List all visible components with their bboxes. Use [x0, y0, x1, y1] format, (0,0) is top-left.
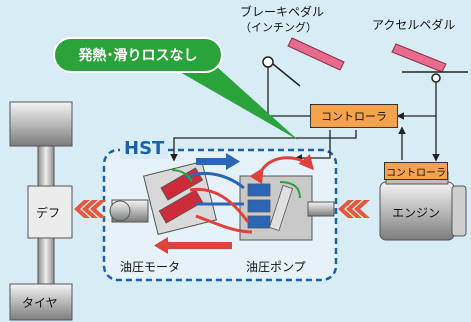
- callout-bubble: [53, 37, 298, 140]
- swash-rotation-arrow: [249, 154, 314, 185]
- brake-pedal-drawing: [262, 37, 345, 87]
- blue-line-upper: [185, 171, 245, 190]
- accel-pedal-line: [396, 80, 437, 120]
- callout-text: 発熱･滑りロスなし: [78, 48, 198, 64]
- red-line-upper: [189, 187, 250, 223]
- brake-pedal-line: [267, 62, 310, 117]
- diff-label: デフ: [36, 206, 61, 220]
- flow-arrow-blue: [196, 153, 240, 170]
- green-line-motor: [171, 169, 193, 183]
- tire-top-shape: [9, 101, 73, 147]
- hydraulic-pump-label: 油圧ポンプ: [246, 260, 306, 274]
- red-line-lower: [195, 214, 253, 234]
- engine-controller-box: コントローラ: [384, 162, 448, 180]
- controller-box-top: コントローラ: [310, 104, 398, 128]
- drive-axle: [9, 101, 73, 321]
- hydraulic-motor-label: 油圧モータ: [120, 260, 181, 274]
- power-flow-chevrons-left: [74, 200, 106, 218]
- flow-arrow-red: [154, 237, 232, 254]
- hydraulic-pump-drawing: [239, 175, 335, 241]
- engine-drawing: [379, 171, 467, 241]
- diff-shape: [27, 185, 73, 239]
- accel-pedal-drawing: [391, 43, 468, 83]
- brake-pedal-label: ブレーキペダル: [240, 5, 325, 19]
- tire-bottom-shape: [9, 283, 73, 321]
- tire-label: タイヤ: [22, 296, 58, 310]
- hst-title: HST: [120, 138, 169, 159]
- accel-pedal-label: アクセルペダル: [372, 18, 456, 32]
- hydraulic-circuit: [171, 169, 301, 234]
- engine-label: エンジン: [392, 206, 441, 220]
- brake-pedal-sub-label: （インチング）: [240, 21, 317, 34]
- power-flow-chevrons-right: [338, 200, 370, 218]
- controller-to-hst-line: [170, 130, 357, 162]
